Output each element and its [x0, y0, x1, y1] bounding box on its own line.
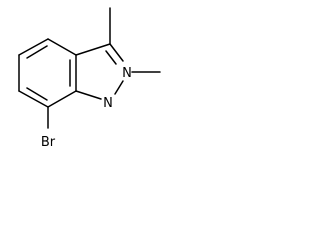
double-bond-c6-c7-inner	[26, 87, 48, 101]
bond-c7-c7a	[47, 90, 77, 108]
bond-n1-c7a	[75, 90, 102, 100]
double-bond-c4-c5-inner	[26, 45, 48, 59]
bond-c3a-c3	[75, 43, 111, 56]
double-bond-c3-n2-outer	[109, 43, 124, 62]
bond-n2-n1-lower	[114, 80, 124, 95]
bond-c6-c7	[18, 90, 49, 108]
atom-label-bromine: Br	[41, 135, 56, 150]
atom-label-nitrogen-2: N	[122, 66, 132, 81]
double-bond-c3-n2-inner	[105, 50, 117, 65]
chemical-structure-diagram: N N Br	[18, 7, 161, 150]
atom-label-nitrogen-1: N	[103, 96, 113, 111]
bond-c4-c5	[18, 38, 49, 56]
bond-c3a-c4	[47, 38, 77, 56]
